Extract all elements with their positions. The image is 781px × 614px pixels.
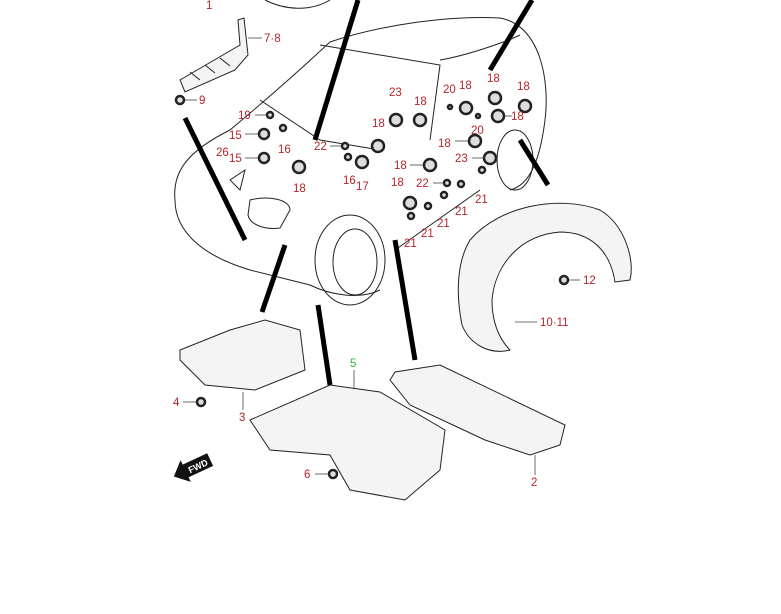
- callout-18: 18: [414, 96, 427, 108]
- callout-20: 20: [471, 125, 484, 137]
- callout-18: 18: [372, 118, 385, 130]
- callout-18: 18: [511, 111, 524, 123]
- callout-21: 21: [404, 238, 417, 250]
- callout-12: 12: [583, 275, 596, 287]
- callout-3: 3: [239, 412, 245, 424]
- callout-21: 21: [475, 194, 488, 206]
- callout-20: 20: [443, 84, 456, 96]
- callout-1: 1: [206, 0, 212, 12]
- callout-18: 18: [391, 177, 404, 189]
- callout-21: 21: [437, 218, 450, 230]
- callout-2: 2: [531, 477, 537, 489]
- fwd-arrow-icon: FWD: [173, 453, 214, 482]
- callout-26: 26: [216, 147, 229, 159]
- callout-15: 15: [229, 130, 242, 142]
- callout-7-8: 7·8: [264, 33, 281, 45]
- callout-18: 18: [459, 80, 472, 92]
- callout-17: 17: [356, 181, 369, 193]
- grommets: [245, 90, 533, 221]
- callout-16: 16: [278, 144, 291, 156]
- callout-18: 18: [438, 138, 451, 150]
- callout-23: 23: [389, 87, 402, 99]
- callout-18: 18: [394, 160, 407, 172]
- callout-labels: 1 7·8 9 19 15 15 16 26 18 22 16 17 18 23…: [173, 0, 596, 489]
- callout-15: 15: [229, 153, 242, 165]
- callout-23: 23: [455, 153, 468, 165]
- callout-18: 18: [517, 81, 530, 93]
- callout-4: 4: [173, 397, 180, 409]
- callout-5: 5: [350, 358, 356, 370]
- front-bracket: [174, 17, 262, 106]
- callout-16: 16: [343, 175, 356, 187]
- callout-9: 9: [199, 95, 205, 107]
- wheel-liner: [457, 202, 632, 352]
- under-covers: [179, 319, 566, 501]
- reference-lines: [182, 0, 551, 386]
- callout-6: 6: [304, 469, 310, 481]
- callout-22: 22: [416, 178, 429, 190]
- callout-21: 21: [421, 228, 434, 240]
- callout-18: 18: [487, 73, 500, 85]
- callout-22: 22: [314, 141, 327, 153]
- callout-19: 19: [238, 110, 251, 122]
- callout-21: 21: [455, 206, 468, 218]
- callout-18: 18: [293, 183, 306, 195]
- callout-10-11: 10·11: [540, 317, 569, 329]
